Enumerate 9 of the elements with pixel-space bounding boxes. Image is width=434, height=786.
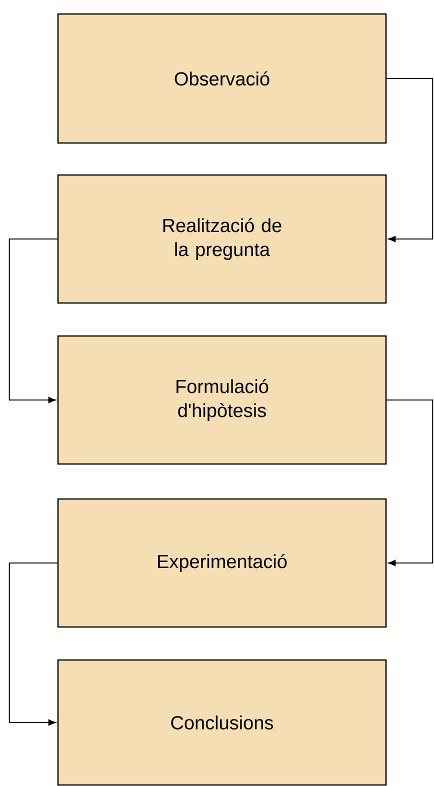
process-box: Observació — [57, 13, 387, 144]
process-box: Realització de la pregunta — [57, 174, 387, 304]
process-box: Conclusions — [57, 659, 387, 786]
arrow — [8, 238, 58, 404]
process-box: Experimentació — [57, 498, 387, 628]
process-box: Formulació d'hipòtesis — [57, 335, 387, 465]
arrow — [386, 78, 434, 242]
arrow — [386, 400, 434, 566]
arrow — [8, 562, 58, 726]
